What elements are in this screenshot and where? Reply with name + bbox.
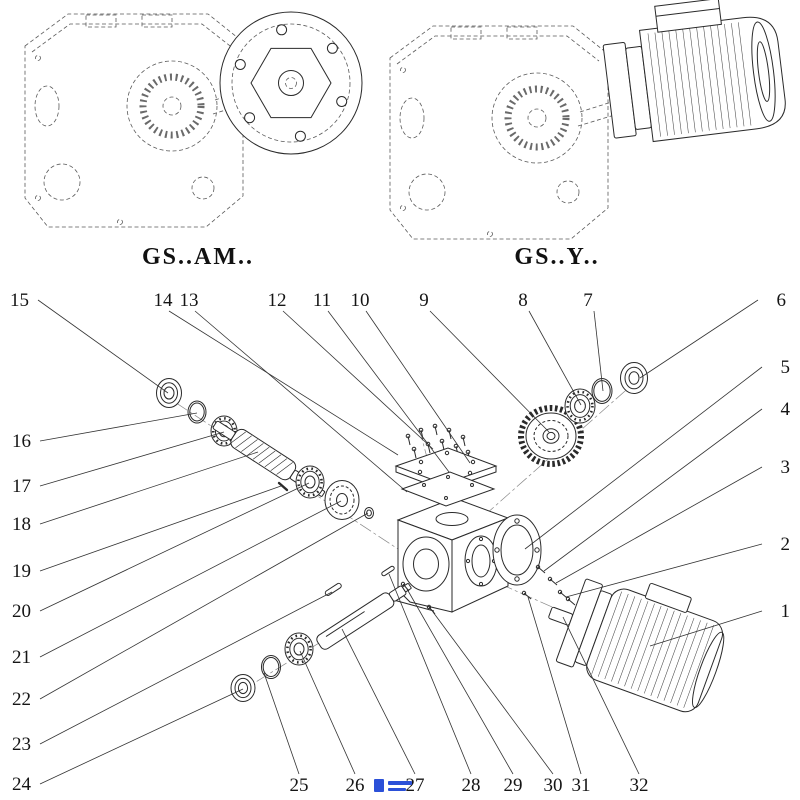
callout-17: 17 [12,476,31,497]
callout-6: 6 [777,290,787,311]
leader-line-8 [528,310,582,406]
part-gasket [400,471,496,507]
leader-line-19 [39,485,282,572]
part-spacer-ring [364,507,374,519]
callout-18: 18 [12,514,31,535]
callout-29: 29 [504,775,523,796]
leader-line-31 [527,596,582,775]
callout-9: 9 [419,290,429,311]
part-bearing-output [284,632,314,666]
leader-line-17 [39,431,225,487]
callout-4: 4 [781,399,791,420]
leader-line-18 [39,451,259,525]
leader-line-11 [327,310,450,473]
callout-31: 31 [572,775,591,796]
part-housing [389,497,510,613]
leader-line-10 [365,310,471,464]
leader-line-7 [593,310,604,392]
leader-line-9 [429,310,550,433]
ghost-gearbox-gs-y [389,25,619,240]
leader-line-32 [562,616,640,775]
leader-line-15 [37,299,169,394]
callout-11: 11 [313,290,331,311]
callout-32: 32 [630,775,649,796]
leader-line-29 [406,588,514,775]
variant-label-gs-y: GS..Y.. [514,244,600,270]
part-helical-gear [518,405,584,467]
callout-16: 16 [12,431,31,452]
leader-line-6 [639,299,759,379]
part-key-output [324,582,342,596]
callout-25: 25 [290,775,309,796]
callout-21: 21 [12,647,31,668]
callout-1: 1 [781,601,791,622]
leader-line-21 [39,500,342,658]
callout-2: 2 [781,534,791,555]
leader-line-28 [388,573,472,775]
leader-line-4 [543,408,763,572]
leader-line-12 [282,310,434,450]
part-circlip-input [187,400,207,424]
leader-line-27 [341,628,416,775]
part-pin [277,481,289,492]
callout-30: 30 [544,775,563,796]
part-bearing-gear [564,388,596,424]
leader-line-5 [524,366,763,550]
leader-line-20 [39,482,310,612]
callout-8: 8 [518,290,528,311]
leader-line-16 [39,412,198,442]
part-oil-seal-input [156,378,182,408]
callout-13: 13 [180,290,199,311]
part-oil-seal-gear [620,362,648,394]
part-gear-disc [324,480,360,520]
leader-line-30 [432,611,554,775]
callout-10: 10 [351,290,370,311]
part-key-small [381,565,395,577]
leader-line-22 [39,512,369,700]
callout-20: 20 [12,601,31,622]
part-output-shaft [316,583,412,650]
motor-drawing-gs-y [602,0,786,143]
callout-5: 5 [781,357,791,378]
part-motor [548,578,725,713]
part-bearing-input-rear [295,465,325,499]
leader-line-24 [39,688,244,785]
leader-line-25 [263,672,300,775]
part-oil-seal-output [230,674,256,702]
exploded-assembly [156,362,725,713]
callout-7: 7 [583,290,593,311]
part-motor-flange [492,514,542,586]
callout-28: 28 [462,775,481,796]
leader-line-3 [555,466,763,584]
part-circlip-output [261,655,281,679]
callout-24: 24 [12,774,32,795]
callout-15: 15 [10,290,29,311]
callout-3: 3 [781,457,791,478]
callout-19: 19 [12,561,31,582]
ghost-gearbox-gs-am [24,13,252,228]
callout-23: 23 [12,734,31,755]
callout-12: 12 [268,290,287,311]
leader-line-1 [649,610,763,647]
flange-drawing [219,11,363,155]
leader-line-14 [168,310,399,456]
variant-label-gs-am: GS..AM.. [142,244,254,270]
leader-line-2 [565,543,763,598]
callout-26: 26 [346,775,365,796]
callout-14: 14 [154,290,174,311]
footer-logo [374,779,412,792]
callout-22: 22 [12,689,31,710]
leader-line-23 [39,591,333,745]
leader-line-26 [299,650,356,775]
leader-line-13 [194,310,408,493]
callout-27: 27 [406,775,425,796]
